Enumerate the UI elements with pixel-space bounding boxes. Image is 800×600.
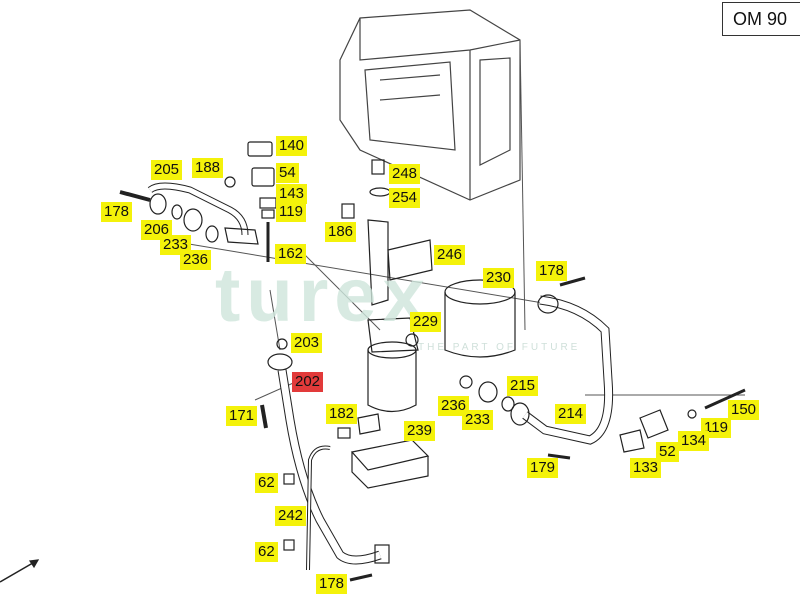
callout-150[interactable]: 150 [728,400,760,420]
callout-171[interactable]: 171 [226,406,258,426]
direction-arrow [0,559,40,583]
callout-178-left[interactable]: 178 [101,202,133,222]
right-clamps [619,388,746,453]
oil-filter [367,279,516,413]
callout-229[interactable]: 229 [410,312,442,332]
watermark-tagline: THE PART OF FUTURE [418,342,581,353]
callout-246[interactable]: 246 [434,245,466,265]
callout-254[interactable]: 254 [389,188,421,208]
callout-178-right[interactable]: 178 [536,261,568,281]
callout-236-left[interactable]: 236 [180,250,212,270]
callout-188[interactable]: 188 [192,158,224,178]
callout-143[interactable]: 143 [276,184,308,204]
callout-179[interactable]: 179 [527,458,559,478]
drip-tray [350,413,430,489]
callout-230[interactable]: 230 [483,268,515,288]
callout-186[interactable]: 186 [325,222,357,242]
callout-119-top[interactable]: 119 [276,202,306,222]
engine-block [339,9,521,201]
callout-140[interactable]: 140 [276,136,308,156]
callout-233-right[interactable]: 233 [462,410,494,430]
model-box: OM 90 [722,2,800,36]
callout-182[interactable]: 182 [326,404,358,424]
model-label: OM 90 [733,9,788,29]
callout-54[interactable]: 54 [276,163,299,183]
callout-203[interactable]: 203 [291,333,323,353]
callout-215[interactable]: 215 [507,376,539,396]
callout-248[interactable]: 248 [389,164,421,184]
watermark-brand: turex [215,253,431,338]
callout-134[interactable]: 134 [678,431,710,451]
callout-62-top[interactable]: 62 [255,473,278,493]
right-hose [459,276,614,460]
callout-202[interactable]: 202 [292,372,324,392]
callout-178-bottom[interactable]: 178 [316,574,348,594]
callout-242[interactable]: 242 [275,506,307,526]
callout-205[interactable]: 205 [151,160,183,180]
lower-pipe [260,338,390,582]
top-hardware [224,141,391,219]
callout-133[interactable]: 133 [630,458,662,478]
bracket [367,219,433,306]
callout-52[interactable]: 52 [656,442,679,462]
callout-236-right[interactable]: 236 [438,396,470,416]
callout-162[interactable]: 162 [275,244,307,264]
callout-214[interactable]: 214 [555,404,587,424]
upper-pipe [119,182,270,262]
callout-62-bottom[interactable]: 62 [255,542,278,562]
callout-239[interactable]: 239 [404,421,436,441]
